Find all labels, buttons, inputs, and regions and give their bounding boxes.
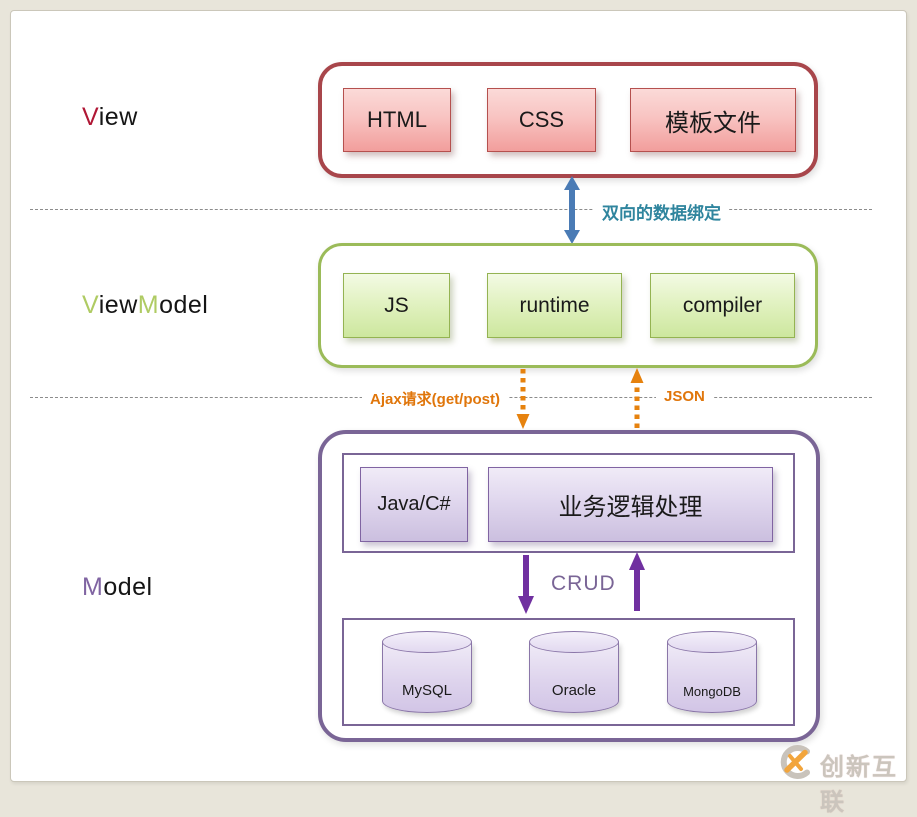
view-label-accent: V — [82, 103, 99, 131]
ajax-request-down-arrow-icon — [516, 369, 530, 429]
template-file-box-label: 模板文件 — [665, 109, 761, 137]
viewmodel-label-v: V — [82, 291, 99, 319]
oracle-cylinder-body — [529, 642, 619, 713]
business-logic-box-label: 业务逻辑处理 — [558, 494, 703, 521]
oracle-cylinder-top — [529, 631, 619, 653]
crud-label: CRUD — [551, 572, 616, 595]
crud-up-arrow-icon — [629, 552, 645, 611]
mysql-cylinder-top — [382, 631, 472, 653]
ajax-label: Ajax请求(get/post) — [362, 387, 509, 410]
oracle-cylinder: Oracle — [529, 631, 619, 715]
java-csharp-box-label: Java/C# — [377, 493, 451, 515]
separator-line-view-viewmodel — [30, 209, 872, 210]
viewmodel-label-odel: odel — [159, 291, 209, 319]
oracle-label: Oracle — [551, 682, 597, 699]
model-label-rest: odel — [103, 573, 153, 601]
business-logic-box: 业务逻辑处理 — [488, 467, 773, 542]
mysql-label: MySQL — [401, 682, 452, 699]
html-box-label: HTML — [367, 107, 427, 132]
viewmodel-section-label: ViewModel — [82, 291, 208, 320]
mysql-cylinder-body — [382, 642, 472, 713]
html-box: HTML — [343, 88, 451, 152]
template-file-box: 模板文件 — [630, 88, 796, 152]
model-label-accent: M — [82, 573, 104, 601]
json-label: JSON — [656, 387, 713, 406]
two-way-binding-arrow-icon — [564, 176, 580, 244]
java-csharp-box: Java/C# — [360, 467, 468, 542]
mongodb-label: MongoDB — [683, 684, 741, 699]
binding-label: 双向的数据绑定 — [594, 198, 729, 225]
css-box-label: CSS — [518, 107, 565, 132]
runtime-box: runtime — [487, 273, 622, 338]
js-box: JS — [343, 273, 450, 338]
view-label-rest: iew — [98, 103, 138, 131]
js-box-label: JS — [384, 293, 409, 317]
crud-down-arrow-icon — [518, 555, 534, 614]
watermark-logo-icon — [780, 745, 810, 779]
viewmodel-label-m: M — [137, 291, 160, 319]
mongodb-cylinder: MongoDB — [667, 631, 757, 715]
viewmodel-label-iew: iew — [98, 291, 138, 319]
compiler-box-label: compiler — [682, 293, 763, 317]
view-section-label: View — [82, 103, 138, 132]
compiler-box: compiler — [650, 273, 795, 338]
mysql-cylinder: MySQL — [382, 631, 472, 715]
json-up-arrow-icon — [630, 368, 644, 428]
model-section-label: Model — [82, 573, 153, 602]
runtime-box-label: runtime — [519, 293, 590, 317]
mongodb-cylinder-top — [667, 631, 757, 653]
css-box: CSS — [487, 88, 596, 152]
watermark-text: 创新互联 — [820, 754, 898, 816]
mongodb-cylinder-body — [667, 642, 757, 713]
